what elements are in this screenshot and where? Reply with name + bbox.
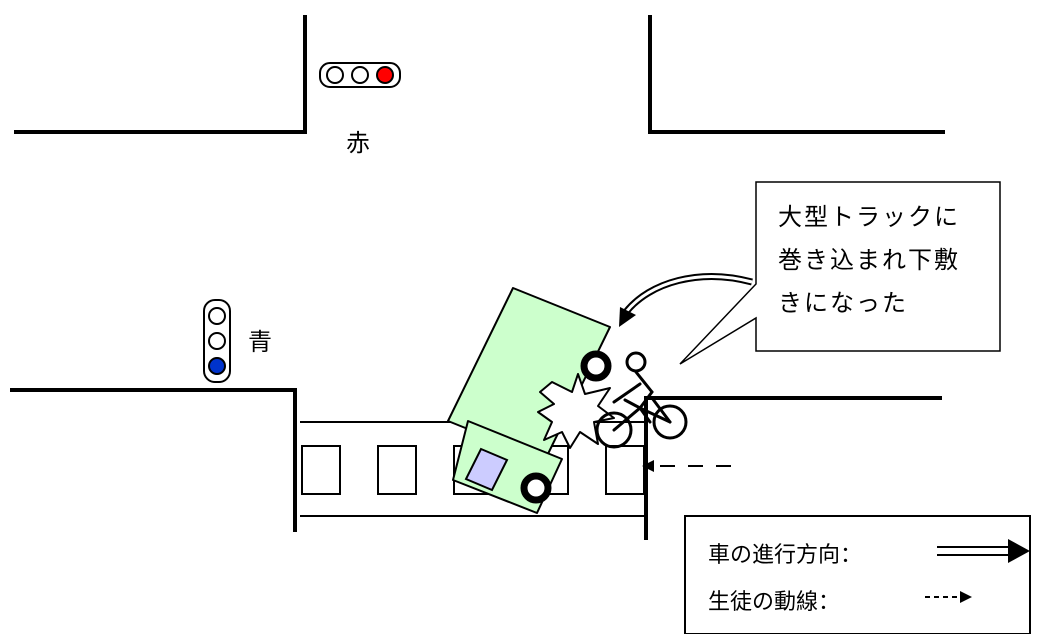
traffic-signal-left [203,299,231,383]
crosswalk-stripe [605,445,645,495]
traffic-signal-top [319,62,401,88]
legend-student-path-label: 生徒の動線： [708,590,841,615]
student-path [642,460,731,472]
signal-lamp [208,332,226,350]
legend-box [684,515,1031,634]
truck-window [464,447,509,492]
truck [447,287,612,514]
collision-burst-icon [537,373,615,449]
signal-lamp [351,66,369,84]
callout-box [679,181,1001,365]
signal-lamp [208,307,226,325]
road-edge-top-right [648,15,945,134]
callout-curved-arrow [619,273,753,327]
signal-lamp-red [376,66,394,84]
top-signal-label: 赤 [346,129,370,157]
double-arrow-icon [937,539,1030,563]
crosswalk-stripe [301,445,341,495]
truck-wheel-rear [520,472,552,504]
student-path-arrowhead [642,460,654,472]
callout-line: きになった [778,289,908,317]
signal-lamp [326,66,344,84]
road-edge-bottom-left [10,388,297,532]
callout-line: 巻き込まれ下敷 [778,246,960,274]
legend-vehicle-direction-label: 車の進行方向： [708,543,863,568]
cyclist-icon [595,351,688,449]
road-edge-top-left [14,15,307,134]
crosswalk-stripe [377,445,417,495]
callout-line: 大型トラックに [778,203,960,231]
signal-lamp-blue [208,357,226,375]
left-signal-label: 青 [248,328,272,356]
truck-wheel-front [580,350,612,382]
callout-text: 大型トラックに 巻き込まれ下敷 きになった [778,196,960,325]
dashed-arrow-icon [925,591,972,603]
